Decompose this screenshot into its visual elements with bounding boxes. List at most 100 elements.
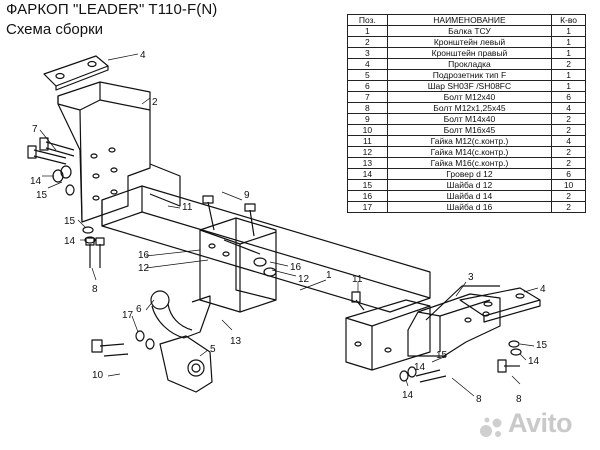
row-position: 16	[347, 190, 388, 202]
callout-label: 14	[402, 390, 414, 401]
row-position: 13	[347, 157, 388, 169]
callout-label: 2	[152, 97, 158, 108]
row-quantity: 1	[551, 25, 586, 37]
row-part-name: Шайба d 12	[386, 179, 553, 191]
row-part-name: Болт М12х1,25х45	[386, 102, 553, 114]
bolts-left	[27, 137, 75, 196]
row-position: 11	[347, 135, 388, 147]
callout-label: 16	[138, 250, 150, 261]
hardware-bolts-washers	[82, 195, 522, 383]
row-quantity: 2	[551, 113, 586, 125]
callout-label: 15	[536, 340, 548, 351]
callout-label: 16	[290, 262, 302, 273]
callout-leaders	[39, 53, 539, 397]
callout-label: 4	[540, 284, 546, 295]
row-part-name: Шайба d 14	[386, 190, 553, 202]
row-part-name: Болт М14х40	[386, 113, 553, 125]
row-part-name: Кронштейн правый	[386, 47, 553, 59]
part-main-beam	[101, 163, 431, 371]
callout-label: 14	[30, 176, 42, 187]
row-part-name: Гайка М14(с.контр.)	[386, 146, 553, 158]
part-bracket-right	[407, 285, 501, 357]
row-part-name: Подрозетник тип F	[386, 69, 553, 81]
column-header: НАИМЕНОВАНИЕ	[386, 14, 553, 26]
callout-label: 10	[92, 370, 104, 381]
callout-label: 9	[244, 190, 250, 201]
callout-label: 14	[414, 362, 426, 373]
callout-label: 14	[64, 236, 76, 247]
page-title: ФАРКОП "LEADER" T110-F(N)	[6, 1, 218, 18]
callout-label: 13	[230, 336, 242, 347]
callout-label: 15	[36, 190, 48, 201]
part-shim-left	[43, 55, 109, 91]
callout-label: 15	[64, 216, 76, 227]
row-part-name: Кронштейн левый	[386, 36, 553, 48]
row-quantity: 2	[551, 157, 586, 169]
row-quantity: 2	[551, 124, 586, 136]
row-position: 3	[347, 47, 388, 59]
row-position: 14	[347, 168, 388, 180]
row-position: 4	[347, 58, 388, 70]
row-part-name: Гровер d 12	[386, 168, 553, 180]
row-quantity: 2	[551, 146, 586, 158]
callout-label: 15	[436, 350, 448, 361]
row-position: 1	[347, 25, 388, 37]
callout-label: 1	[326, 270, 332, 281]
row-position: 7	[347, 91, 388, 103]
row-position: 10	[347, 124, 388, 136]
callout-label: 6	[136, 304, 142, 315]
row-position: 6	[347, 80, 388, 92]
callout-label: 17	[122, 310, 134, 321]
row-quantity: 2	[551, 201, 586, 213]
callout-label: 12	[298, 274, 310, 285]
row-position: 8	[347, 102, 388, 114]
callout-label: 7	[32, 124, 38, 135]
row-quantity: 10	[551, 179, 586, 191]
page-subtitle: Схема сборки	[6, 21, 104, 38]
callout-label: 11	[182, 202, 193, 213]
row-position: 12	[347, 146, 388, 158]
row-position: 17	[347, 201, 388, 213]
row-part-name: Болт М12х40	[386, 91, 553, 103]
column-header: К-во	[551, 14, 586, 26]
parts-table-header: Поз. НАИМЕНОВАНИЕ К-во	[347, 14, 586, 26]
row-part-name: Прокладка	[386, 58, 553, 70]
row-part-name: Болт М16х45	[386, 124, 553, 136]
row-position: 2	[347, 36, 388, 48]
row-quantity: 1	[551, 80, 586, 92]
watermark: Avito	[508, 408, 573, 438]
row-quantity: 1	[551, 36, 586, 48]
part-bracket-left	[57, 81, 151, 223]
callout-label: 3	[468, 272, 474, 283]
part-tow-ball	[150, 290, 211, 339]
row-part-name: Шар SH03F /SH08FC	[386, 80, 553, 92]
row-quantity: 4	[551, 102, 586, 114]
callout-label: 11	[352, 274, 363, 285]
row-quantity: 6	[551, 168, 586, 180]
part-shim-right	[459, 287, 541, 323]
callout-numbers: 4 2 7 14 15 11 9 15 14 8 16 12 16 12 1 3…	[30, 50, 548, 405]
avito-logo-icon	[480, 417, 502, 437]
row-position: 9	[347, 113, 388, 125]
column-header: Поз.	[347, 14, 388, 26]
row-part-name: Гайка М16(с.контр.)	[386, 157, 553, 169]
